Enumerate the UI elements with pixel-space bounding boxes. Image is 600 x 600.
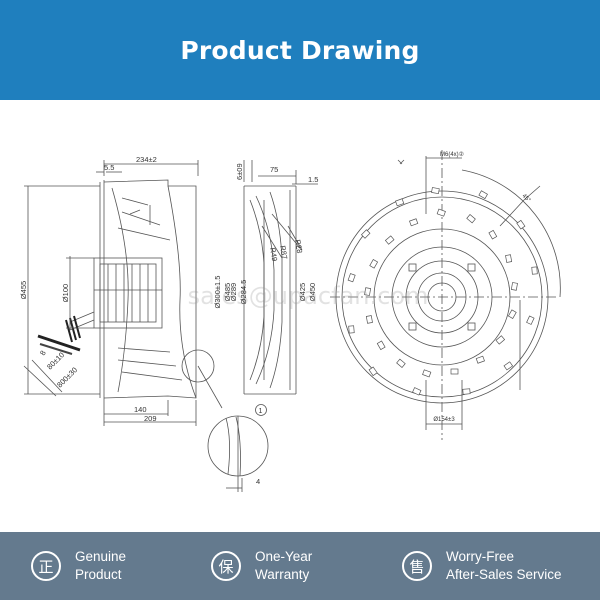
feature-genuine: 正 Genuine Product — [31, 532, 126, 600]
dim-289: Ø289 — [229, 283, 238, 301]
blade-slots — [347, 187, 538, 396]
dim-485: Ø485 — [223, 283, 232, 301]
dim-300: Ø300±1.5 — [213, 276, 222, 309]
dim-425: Ø425 — [298, 283, 307, 301]
front-view — [330, 150, 561, 440]
dim-1-5: 1.5 — [308, 175, 318, 184]
dim-455: Ø455 — [19, 281, 28, 299]
dim-r87: R87 — [278, 245, 289, 260]
dim-5-5: 5.5 — [104, 163, 114, 172]
dim-4: 4 — [256, 477, 260, 486]
detail-callout: 1 — [259, 408, 263, 415]
header-banner: Product Drawing — [0, 0, 600, 100]
feature-service-label: Worry-Free After-Sales Service — [446, 549, 562, 582]
dim-209: 209 — [144, 414, 157, 423]
genuine-icon: 正 — [31, 551, 61, 581]
dim-154: Ø154±3 — [433, 417, 455, 423]
dim-800: 800±30 — [55, 365, 79, 389]
dim-284-5: Ø284.5 — [239, 280, 248, 305]
feature-warranty-label: One-Year Warranty — [255, 549, 313, 582]
dim-234: 234±2 — [136, 155, 157, 164]
dim-100: Ø100 — [61, 284, 70, 302]
dim-r28: R28 — [293, 239, 304, 254]
dim-140: 140 — [134, 405, 147, 414]
dim-75: 75 — [270, 165, 278, 174]
profile-view — [243, 160, 318, 395]
dim-80: 80±10 — [45, 350, 66, 371]
dim-45: 45° — [521, 193, 532, 204]
dim-6-09: 6±09 — [235, 163, 244, 180]
technical-drawing: 5.5 234±2 Ø455 Ø100 8 80±10 800±30 140 2… — [19, 150, 561, 492]
detail-inset — [207, 404, 269, 492]
dim-r49: R49 — [268, 247, 279, 262]
feature-genuine-label: Genuine Product — [75, 549, 127, 582]
service-icon: 售 — [402, 551, 432, 581]
mounting-holes — [408, 263, 476, 331]
dim-450: Ø450 — [308, 283, 317, 301]
side-view — [23, 160, 223, 426]
dim-8: 8 — [38, 349, 48, 357]
warranty-icon: 保 — [211, 551, 241, 581]
feature-service: 售 Worry-Free After-Sales Service — [402, 532, 562, 600]
page-title: Product Drawing — [180, 35, 420, 65]
dim-m6: M6(4x)② — [440, 151, 464, 158]
feature-warranty: 保 One-Year Warranty — [211, 532, 312, 600]
footer-features-bar: 正 Genuine Product 保 One-Year Warranty 售 … — [0, 532, 600, 600]
watermark-text: sales@upacfan.com — [188, 282, 429, 310]
